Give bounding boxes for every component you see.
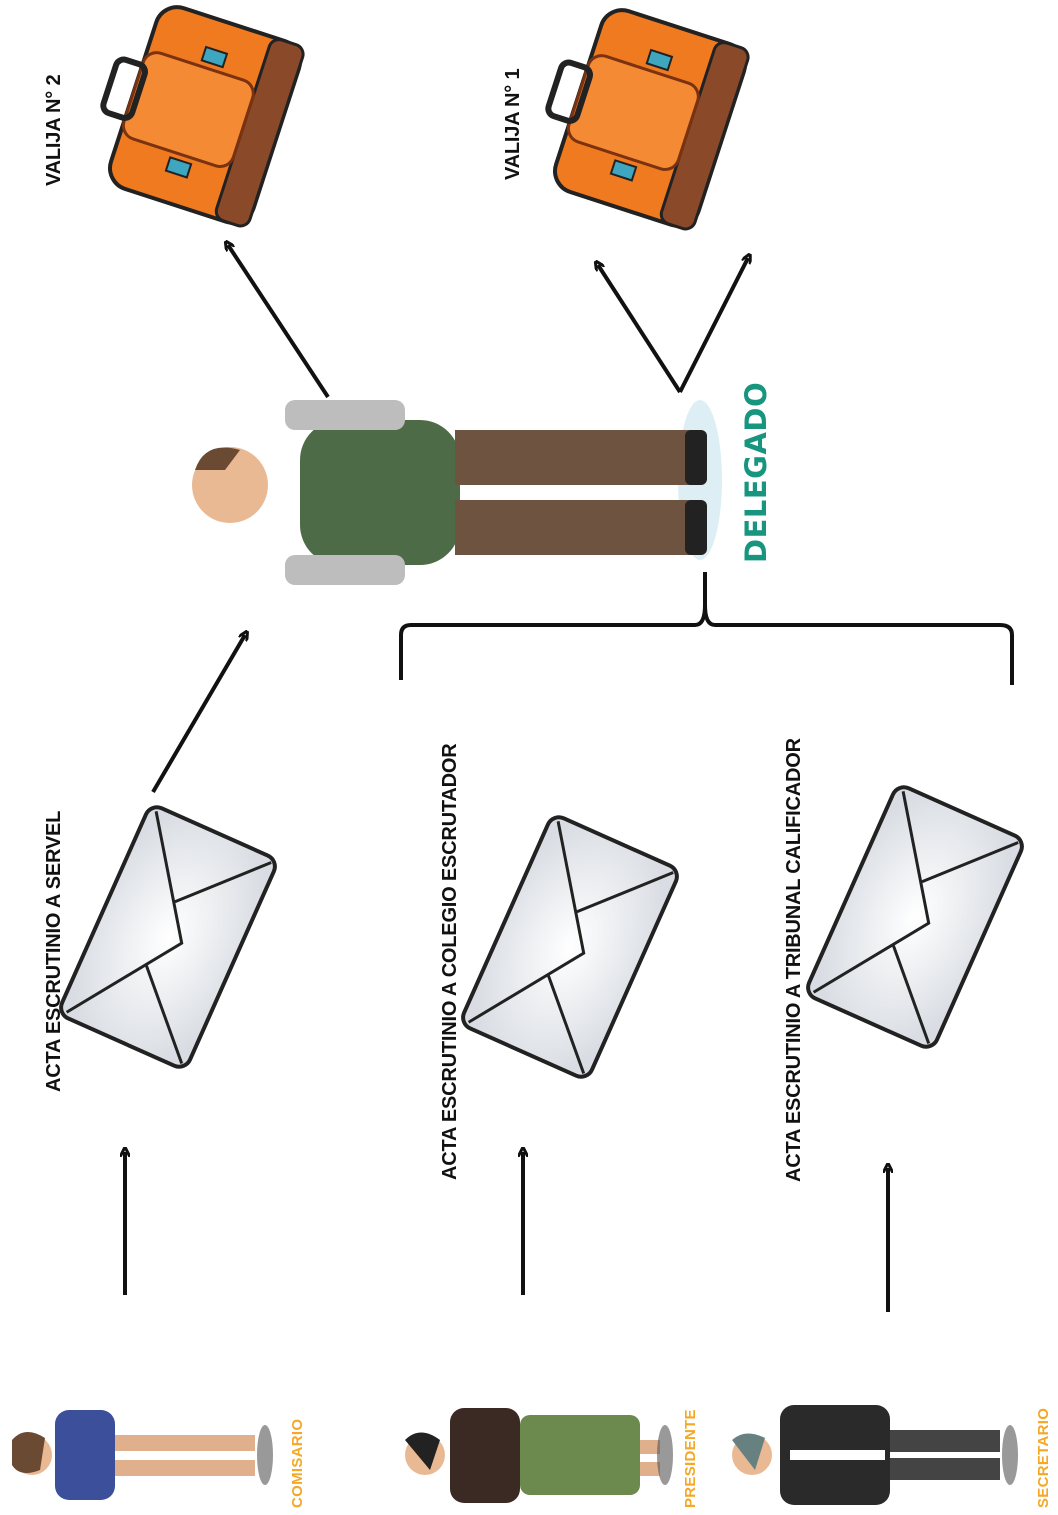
valija-1-label: VALIJA N° 1 <box>503 69 523 180</box>
acta-colegio-label: ACTA ESCRUTINIO A COLEGIO ESCRUTADOR <box>440 743 460 1180</box>
arrow-delegado-to-valija-1-right <box>680 258 748 392</box>
valija-2-label: VALIJA N° 2 <box>44 75 64 186</box>
delegado-figure-icon <box>192 400 722 585</box>
bracket-envelopes-to-delegado <box>401 605 1012 685</box>
secretario-label: SECRETARIO <box>1036 1408 1051 1508</box>
envelope-colegio-icon <box>459 813 680 1080</box>
envelope-tribunal-icon <box>804 783 1025 1050</box>
acta-tribunal-label: ACTA ESCRUTINIO A TRIBUNAL CALIFICADOR <box>784 738 804 1182</box>
presidente-figure-icon <box>405 1408 673 1503</box>
comisario-label: COMISARIO <box>290 1419 305 1508</box>
delegado-label: DELEGADO <box>742 382 771 563</box>
arrow-envelope-to-delegado <box>153 635 245 792</box>
secretario-figure-icon <box>732 1405 1018 1505</box>
arrow-delegado-to-valija-2 <box>228 245 328 397</box>
comisario-figure-icon <box>12 1410 273 1500</box>
arrow-delegado-to-valija-1-left <box>598 265 680 392</box>
suitcase-valija-2-icon <box>81 0 306 229</box>
envelope-servel-icon <box>57 803 278 1070</box>
presidente-label: PRESIDENTE <box>683 1409 698 1508</box>
suitcase-valija-1-icon <box>526 0 751 232</box>
acta-servel-label: ACTA ESCRUTINIO A SERVEL <box>44 811 64 1092</box>
